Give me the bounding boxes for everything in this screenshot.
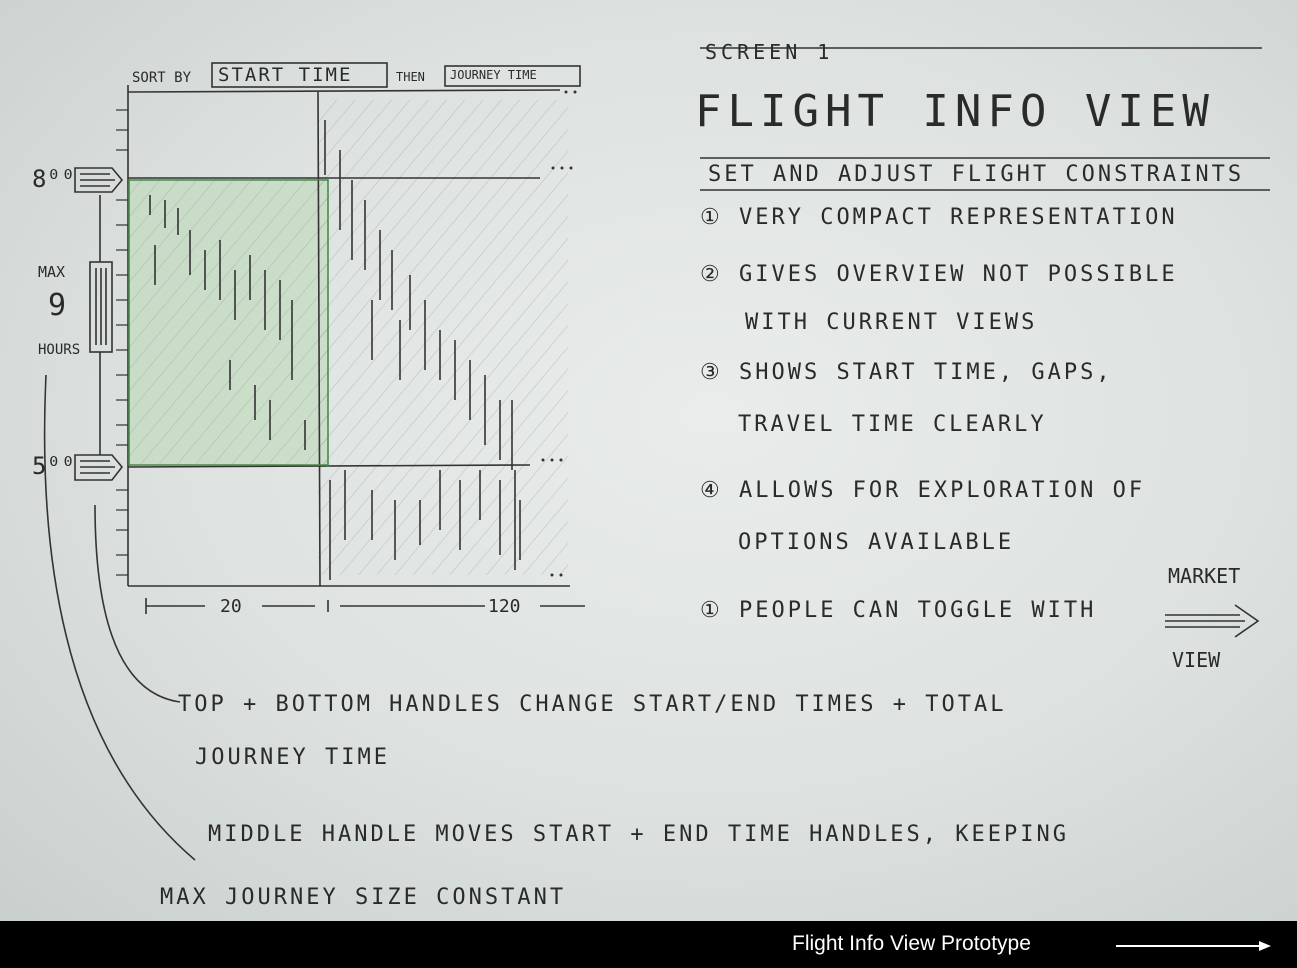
market-view-label-top[interactable]: MARKET — [1168, 564, 1241, 588]
caption-bar — [0, 921, 1297, 968]
page-subtitle: SET AND ADJUST FLIGHT CONSTRAINTS — [708, 162, 1245, 187]
note-point-5: ① PEOPLE CAN TOGGLE WITH — [700, 598, 1097, 623]
annotation-handles-line1: TOP + BOTTOM HANDLES CHANGE START/END TI… — [178, 692, 1007, 717]
x-tick-right: 120 — [488, 596, 521, 617]
note-point-3: ③ SHOWS START TIME, GAPS, — [700, 360, 1113, 385]
annotation-middle-line1: MIDDLE HANDLE MOVES START + END TIME HAN… — [208, 822, 1069, 847]
start-time-handle-label: 8⁰⁰ — [32, 165, 76, 193]
max-hours-value: 9 — [48, 288, 67, 323]
flight-grid-sketch — [43, 47, 1270, 861]
note-point-1: ① VERY COMPACT REPRESENTATION — [700, 205, 1178, 230]
then-label: THEN — [396, 70, 425, 84]
annotation-handles-line2: JOURNEY TIME — [195, 745, 390, 770]
screen-label: SCREEN 1 — [705, 40, 834, 64]
note-point-3b: TRAVEL TIME CLEARLY — [738, 412, 1047, 437]
note-point-4b: OPTIONS AVAILABLE — [738, 530, 1015, 555]
annotation-middle-line2: MAX JOURNEY SIZE CONSTANT — [160, 885, 567, 910]
end-time-handle-label: 5⁰⁰ — [32, 452, 76, 480]
market-view-label-bottom[interactable]: VIEW — [1172, 648, 1221, 672]
x-tick-left: 20 — [220, 596, 242, 617]
sort-by-label: SORT BY — [132, 70, 192, 86]
note-point-2b: WITH CURRENT VIEWS — [745, 310, 1038, 335]
page-title: FLIGHT INFO VIEW — [695, 86, 1215, 137]
caption-title: Flight Info View Prototype — [792, 932, 1031, 955]
next-arrow-icon[interactable] — [1114, 936, 1274, 956]
max-unit-label: HOURS — [38, 342, 81, 358]
sketch-paper: SORT BY START TIME THEN JOURNEY TIME 8⁰⁰… — [0, 0, 1297, 921]
note-point-4: ④ ALLOWS FOR EXPLORATION OF — [700, 478, 1146, 503]
note-point-2: ② GIVES OVERVIEW NOT POSSIBLE — [700, 262, 1178, 287]
max-label: MAX — [38, 263, 66, 281]
sort-primary-select[interactable]: START TIME — [218, 64, 353, 86]
sort-secondary-select[interactable]: JOURNEY TIME — [450, 68, 537, 82]
